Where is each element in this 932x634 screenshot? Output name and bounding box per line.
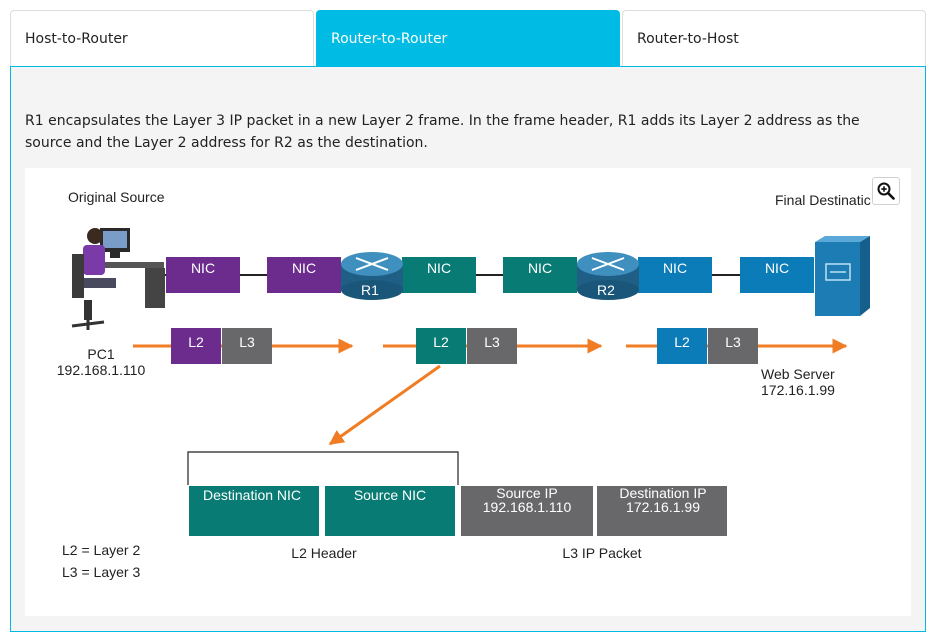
frame2-l2-label: L2 xyxy=(433,334,449,350)
nic-r2-left-label: NIC xyxy=(528,260,552,276)
nic-r1-right-label: NIC xyxy=(427,260,451,276)
source-ip-value: 192.168.1.110 xyxy=(483,499,572,515)
zoom-button[interactable] xyxy=(872,177,900,205)
server-name: Web Server xyxy=(761,366,835,382)
frame1-l2-label: L2 xyxy=(188,334,204,350)
frame3-l2-label: L2 xyxy=(674,334,690,350)
pc1-icon xyxy=(71,228,165,330)
frame3-l3 xyxy=(708,328,758,364)
nic-server xyxy=(740,257,814,293)
nic-r1-left xyxy=(267,257,341,293)
legend-l2: L2 = Layer 2 xyxy=(62,542,140,558)
tab-bar: Host-to-Router Router-to-Router Router-t… xyxy=(10,10,926,66)
nic-server-label: NIC xyxy=(765,260,789,276)
nic-pc1-label: NIC xyxy=(191,260,215,276)
router-r2-icon xyxy=(577,252,639,300)
tab-host-to-router[interactable]: Host-to-Router xyxy=(10,10,314,66)
server-ip: 172.16.1.99 xyxy=(761,382,835,398)
legend-l3: L3 = Layer 3 xyxy=(62,564,140,580)
frame3-l2 xyxy=(657,328,707,364)
nic-r1-left-label: NIC xyxy=(292,260,316,276)
nic-r2-right-label: NIC xyxy=(663,260,687,276)
dest-nic-field xyxy=(189,486,319,536)
router-r1-icon xyxy=(341,252,403,300)
frame2-l2 xyxy=(416,328,466,364)
source-nic-label: Source NIC xyxy=(354,487,426,503)
description-text: R1 encapsulates the Layer 3 IP packet in… xyxy=(25,113,860,151)
source-ip-field xyxy=(461,486,593,536)
zoom-in-icon xyxy=(877,182,895,200)
final-destination-label: Final Destinatic xyxy=(775,192,871,208)
zoom-arrow xyxy=(328,364,441,446)
l3-packet-label: L3 IP Packet xyxy=(562,545,641,561)
nic-pc1 xyxy=(166,257,240,293)
nic-r1-right xyxy=(402,257,476,293)
original-source-label: Original Source xyxy=(68,189,165,205)
nic-r2-right xyxy=(638,257,712,293)
router-r1-label: R1 xyxy=(361,282,379,298)
tab-router-to-router[interactable]: Router-to-Router xyxy=(316,10,620,66)
frame3-l3-label: L3 xyxy=(725,334,741,350)
frame2-l3 xyxy=(467,328,517,364)
l2-header-label: L2 Header xyxy=(291,545,357,561)
diagram-canvas xyxy=(25,168,911,616)
frame2-l3-label: L3 xyxy=(484,334,500,350)
source-ip-label: Source IP xyxy=(496,485,557,501)
dest-ip-label: Destination IP xyxy=(619,485,706,501)
l2-header-bracket xyxy=(187,451,459,485)
frame1-l2 xyxy=(171,328,221,364)
router-r2-label: R2 xyxy=(597,282,615,298)
pc1-ip: 192.168.1.110 xyxy=(57,362,146,378)
web-server-icon xyxy=(815,236,870,316)
pc1-name: PC1 xyxy=(87,346,114,362)
dest-ip-value: 172.16.1.99 xyxy=(626,499,700,515)
frame1-l3 xyxy=(222,328,272,364)
dest-ip-field xyxy=(597,486,727,536)
frame1-l3-label: L3 xyxy=(239,334,255,350)
tab-router-to-host[interactable]: Router-to-Host xyxy=(622,10,926,66)
nic-r2-left xyxy=(503,257,577,293)
dest-nic-label: Destination NIC xyxy=(203,487,301,503)
source-nic-field xyxy=(325,486,455,536)
